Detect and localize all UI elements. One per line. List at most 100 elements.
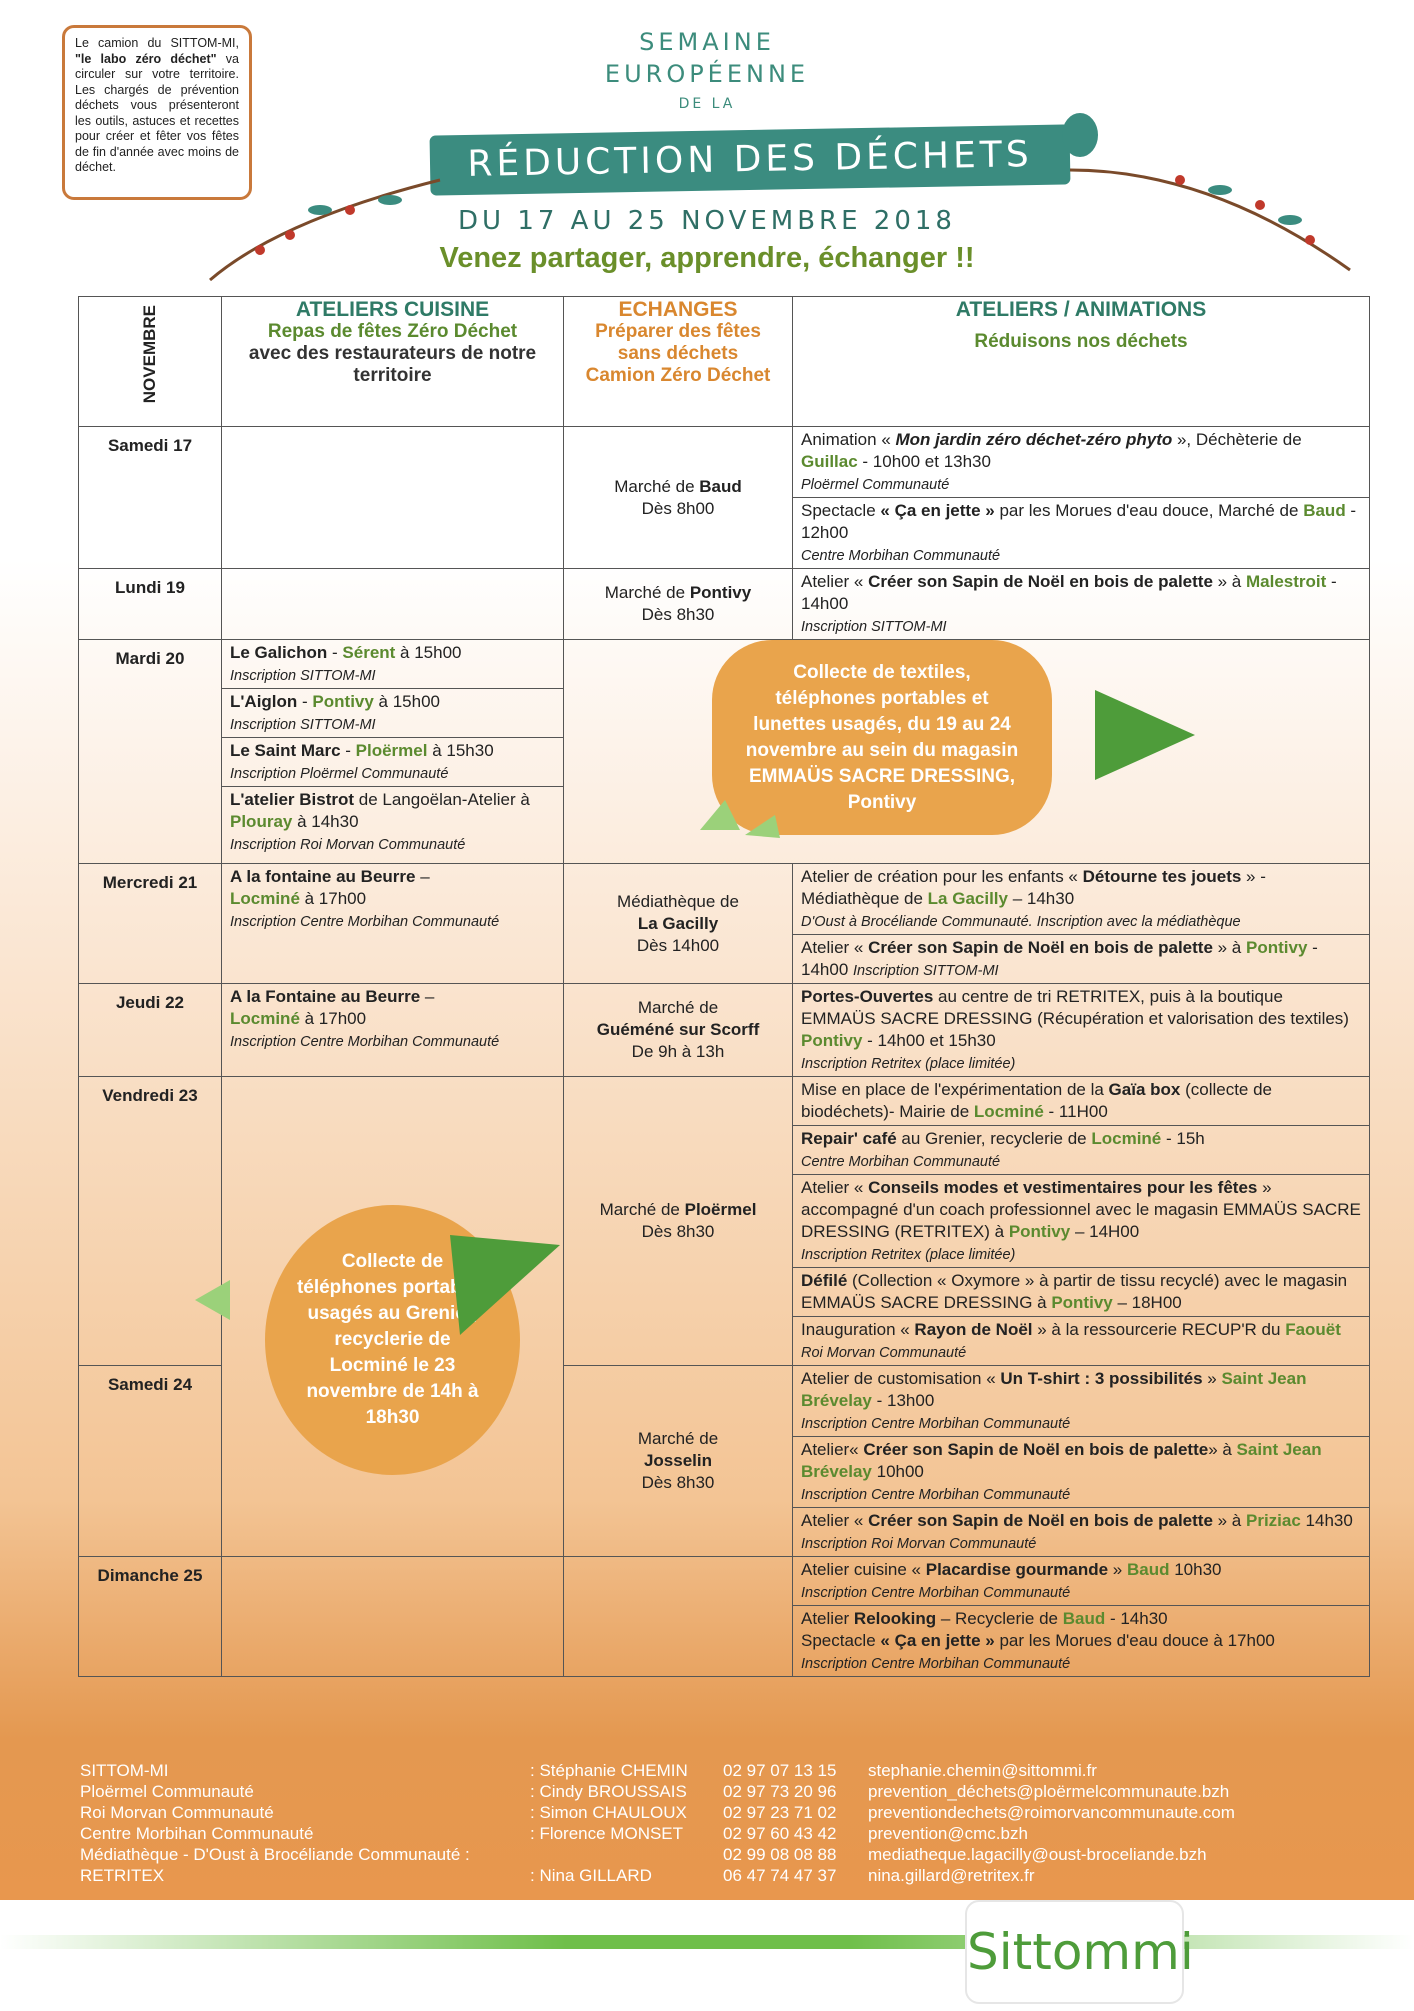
day-cell: Jeudi 22	[78, 983, 222, 1077]
atelier-item: Inauguration « Rayon de Noël » à la ress…	[793, 1316, 1369, 1365]
header-dates: DU 17 AU 25 NOVEMBRE 2018	[458, 206, 956, 236]
echanges-text: Marché de	[614, 476, 700, 496]
ateliers-cell: Atelier « Créer son Sapin de Noël en boi…	[792, 568, 1370, 640]
ateliers-subtitle: Réduisons nos déchets	[974, 331, 1188, 352]
echanges-title: ECHANGES	[618, 298, 738, 321]
table-row: Mercredi 21 A la fontaine au Beurre – Lo…	[78, 863, 1370, 984]
ateliers-cell: Atelier de création pour les enfants « D…	[792, 863, 1370, 984]
atelier-item: Atelier « Créer son Sapin de Noël en boi…	[793, 934, 1369, 983]
cuisine-cell	[221, 426, 564, 569]
header-tagline: Venez partager, apprendre, échanger !!	[439, 242, 975, 274]
logo-area	[0, 1900, 1414, 2011]
atelier-item: Atelier« Créer son Sapin de Noël en bois…	[793, 1436, 1369, 1507]
day-cell: Mercredi 21	[78, 863, 222, 984]
contacts-names: : Stéphanie CHEMIN: Cindy BROUSSAIS: Sim…	[530, 1761, 688, 1885]
cuisine-cell: A la Fontaine au Beurre – Locminé à 17h0…	[221, 983, 564, 1077]
ateliers-cell: Atelier de customisation « Un T-shirt : …	[792, 1365, 1370, 1557]
day-cell: Dimanche 25	[78, 1556, 222, 1677]
cuisine-note: avec des restaurateurs de notre territoi…	[248, 343, 537, 386]
triangle-icon	[700, 800, 780, 838]
cuisine-title: ATELIERS CUISINE	[295, 298, 490, 321]
table-row: Dimanche 25 Atelier cuisine « Placardise…	[78, 1556, 1370, 1677]
green-bar	[0, 1935, 1414, 1949]
echanges-cell	[563, 1556, 793, 1677]
ateliers-cell: Atelier cuisine « Placardise gourmande »…	[792, 1556, 1370, 1677]
email-link[interactable]: stephanie.chemin@sittommi.fr	[868, 1761, 1097, 1780]
atelier-item: Défilé (Collection « Oxymore » à partir …	[793, 1267, 1369, 1316]
header-de-la: DE LA	[678, 96, 736, 112]
atelier-item: Atelier Relooking – Recyclerie de Baud -…	[793, 1605, 1369, 1676]
echanges-note: Camion Zéro Déchet	[585, 365, 771, 386]
atelier-item: Atelier « Créer son Sapin de Noël en boi…	[793, 1507, 1369, 1556]
atelier-item: Mise en place de l'expérimentation de la…	[801, 1080, 1273, 1121]
table-row: Jeudi 22 A la Fontaine au Beurre – Locmi…	[78, 983, 1370, 1077]
cuisine-header: ATELIERS CUISINE Repas de fêtes Zéro Déc…	[221, 296, 564, 427]
day-cell: Samedi 17	[78, 426, 222, 569]
echanges-time: Dès 8h00	[641, 498, 715, 518]
contacts-emails: stephanie.chemin@sittommi.fr prevention_…	[868, 1760, 1235, 1886]
atelier-item: Atelier de customisation « Un T-shirt : …	[801, 1369, 1307, 1432]
atelier-item: Spectacle « Ça en jette » par les Morues…	[793, 497, 1369, 568]
ateliers-cell: Portes-Ouvertes au centre de tri RETRITE…	[792, 983, 1370, 1077]
cuisine-cell	[221, 568, 564, 640]
header-europeenne: EUROPÉENNE	[604, 60, 810, 88]
cuisine-cell	[221, 1556, 564, 1677]
day-cell: Vendredi 23	[78, 1076, 222, 1366]
cuisine-cell: A la fontaine au Beurre – Locminé à 17h0…	[221, 863, 564, 984]
header-semaine: SEMAINE	[639, 28, 775, 56]
textiles-collection-bubble: Collecte de textiles, téléphones portabl…	[712, 640, 1052, 835]
intro-box: Le camion du SITTOM-MI, "le labo zéro dé…	[62, 25, 252, 200]
ateliers-cell: Mise en place de l'expérimentation de la…	[792, 1076, 1370, 1366]
intro-text-1: Le camion du SITTOM-MI,	[75, 36, 239, 50]
header-banner: RÉDUCTION DES DÉCHETS	[429, 124, 1071, 196]
triangle-icon	[195, 1280, 230, 1320]
cuisine-subtitle: Repas de fêtes Zéro Déchet	[267, 321, 518, 342]
email-link[interactable]: prevention_déchets@ploërmelcommunaute.bz…	[868, 1782, 1230, 1801]
echanges-header: ECHANGES Préparer des fêtes sans déchets…	[563, 296, 793, 427]
email-link[interactable]: nina.gillard@retritex.fr	[868, 1866, 1035, 1885]
atelier-item: Atelier cuisine « Placardise gourmande »…	[801, 1560, 1222, 1601]
month-label: NOVEMBRE	[140, 305, 159, 404]
table-header-row: NOVEMBRE ATELIERS CUISINE Repas de fêtes…	[78, 296, 1370, 427]
day-cell: Mardi 20	[78, 639, 222, 864]
email-link[interactable]: mediatheque.lagacilly@oust-broceliande.b…	[868, 1845, 1207, 1864]
echanges-place: Baud	[699, 476, 742, 496]
triangle-icon	[450, 1235, 560, 1335]
month-header: NOVEMBRE	[78, 296, 222, 427]
day-cell: Lundi 19	[78, 568, 222, 640]
email-link[interactable]: preventiondechets@roimorvancommunaute.co…	[868, 1803, 1235, 1822]
cuisine-item: L'atelier Bistrot de Langoëlan-Atelier à…	[222, 786, 563, 857]
intro-text-bold: "le labo zéro déchet"	[75, 51, 217, 66]
triangle-icon	[1095, 690, 1195, 780]
atelier-item: Animation « Mon jardin zéro déchet-zéro …	[801, 430, 1302, 493]
sittommi-logo: Sittommi	[965, 1900, 1194, 2004]
atelier-item: Repair' café au Grenier, recyclerie de L…	[793, 1125, 1369, 1174]
atelier-item: Atelier « Conseils modes et vestimentair…	[793, 1174, 1369, 1267]
branch-right-icon	[1062, 113, 1351, 272]
intro-text-2: va circuler sur votre territoire. Les ch…	[75, 51, 239, 175]
ateliers-title: ATELIERS / ANIMATIONS	[955, 298, 1207, 321]
programme-table: NOVEMBRE ATELIERS CUISINE Repas de fêtes…	[78, 296, 1370, 1677]
ateliers-cell: Animation « Mon jardin zéro déchet-zéro …	[792, 426, 1370, 569]
branch-left-icon	[209, 178, 441, 282]
day-cell: Samedi 24	[78, 1365, 222, 1557]
echanges-subtitle: Préparer des fêtes sans déchets	[595, 321, 761, 364]
email-link[interactable]: prevention@cmc.bzh	[868, 1824, 1028, 1843]
ateliers-header: ATELIERS / ANIMATIONS Réduisons nos déch…	[792, 296, 1370, 427]
